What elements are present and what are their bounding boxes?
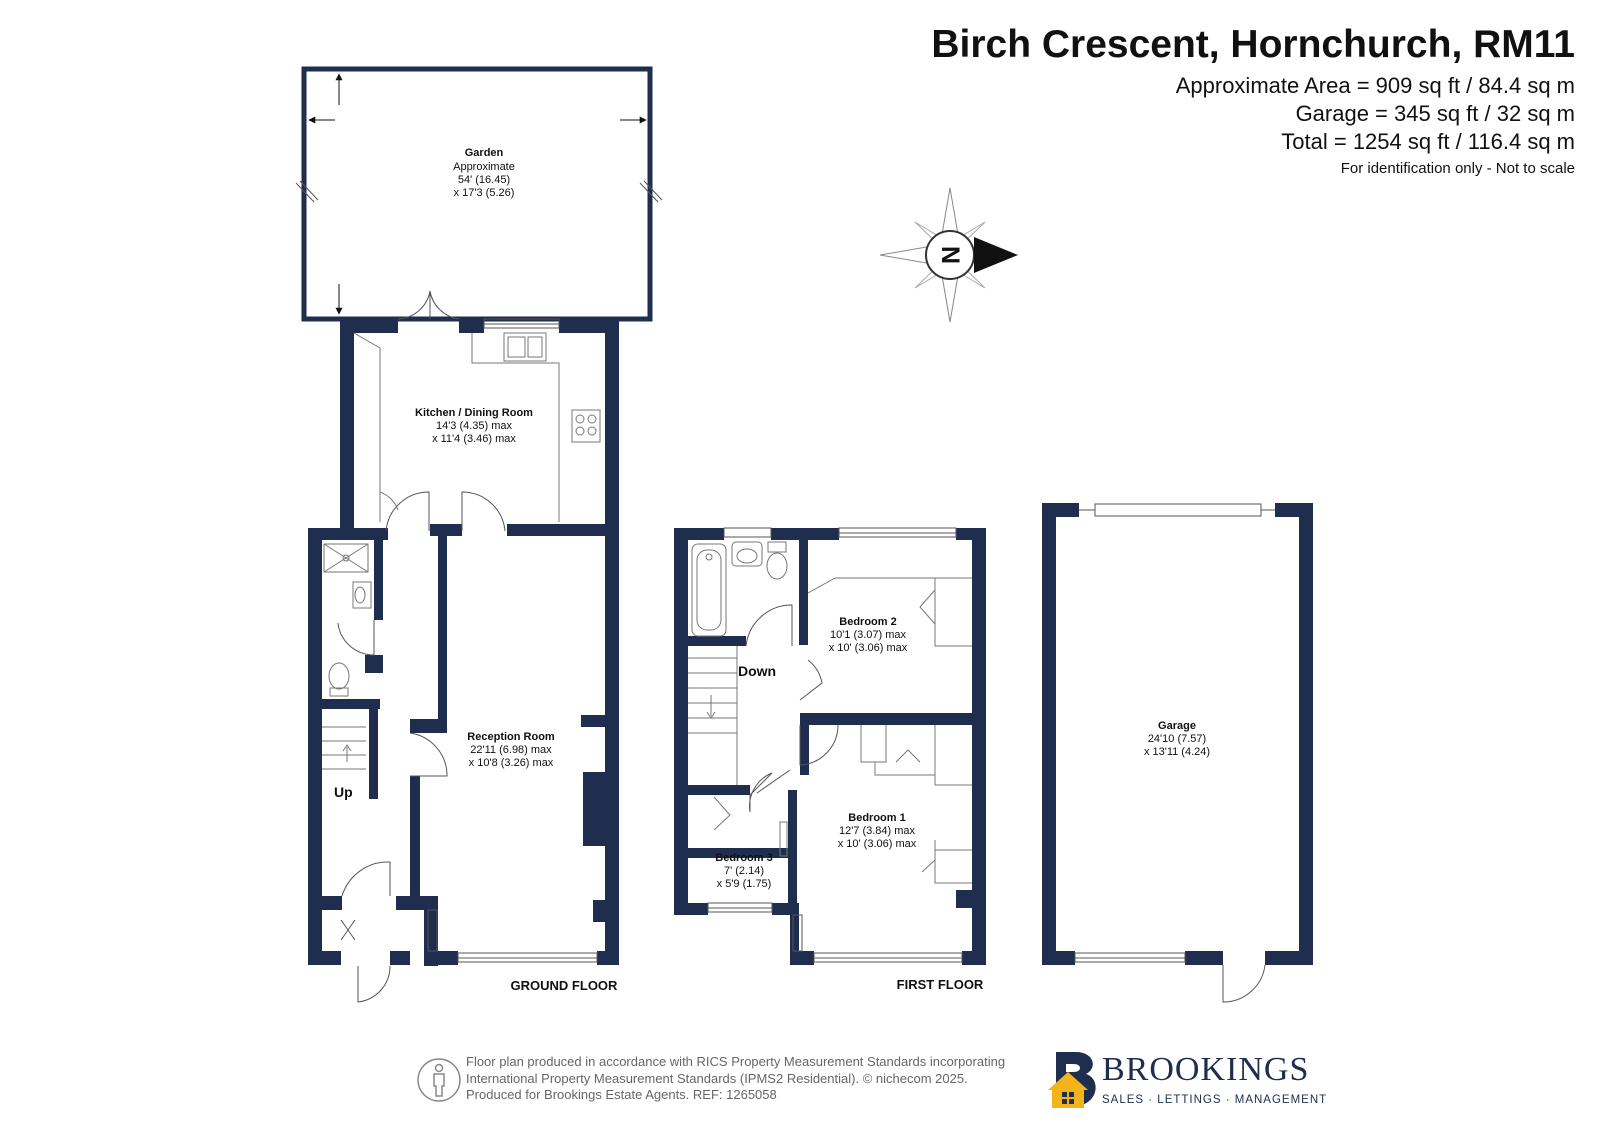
- first-floor-stairs: [688, 646, 738, 785]
- bedroom3-length: 7' (2.14): [724, 865, 764, 877]
- bedroom2-label: Bedroom 2: [839, 616, 896, 628]
- wc-fixtures: [323, 543, 372, 697]
- bedroom1-length: 12'7 (3.84) max: [839, 825, 916, 837]
- garage-length: 24'10 (7.57): [1148, 733, 1206, 745]
- garden-width: x 17'3 (5.26): [454, 187, 515, 199]
- kitchen-label: Kitchen / Dining Room: [415, 407, 533, 419]
- measurement-standard-icon: [417, 1058, 461, 1102]
- first-floor-windows: [707, 527, 963, 963]
- bedroom3-label: Bedroom 3: [715, 852, 772, 864]
- first-floor-doors: [745, 604, 839, 813]
- bedroom2-width: x 10' (3.06) max: [829, 642, 908, 654]
- reception-length: 22'11 (6.98) max: [470, 744, 552, 756]
- brand-name: BROOKINGS: [1102, 1051, 1310, 1088]
- kitchen-width: x 11'4 (3.46) max: [432, 433, 516, 445]
- kitchen-fixtures: [353, 332, 601, 522]
- first-floor-built-ins: [713, 577, 972, 884]
- ground-floor-walls: [308, 319, 619, 966]
- compass-icon: N: [879, 187, 1018, 323]
- approximate-area: Approximate Area = 909 sq ft / 84.4 sq m: [1175, 73, 1575, 98]
- garage-label: Garage: [1158, 720, 1196, 732]
- garage-openings: [1074, 503, 1275, 1003]
- total-area: Total = 1254 sq ft / 116.4 sq m: [1281, 129, 1575, 154]
- bedroom1-width: x 10' (3.06) max: [838, 838, 917, 850]
- bathroom-fixtures: [691, 541, 788, 637]
- first-floor-label: FIRST FLOOR: [897, 977, 984, 992]
- ground-floor-windows: [427, 318, 598, 963]
- identification-note: For identification only - Not to scale: [1340, 160, 1575, 177]
- footer-disclaimer: Floor plan produced in accordance with R…: [466, 1054, 1005, 1104]
- stairs-up-label: Up: [334, 784, 353, 800]
- kitchen-length: 14'3 (4.35) max: [436, 420, 513, 432]
- first-floor-walls: [674, 528, 986, 965]
- reception-label: Reception Room: [467, 731, 555, 743]
- footer-line-1: Floor plan produced in accordance with R…: [466, 1054, 1006, 1069]
- footer-line-3: Produced for Brookings Estate Agents. RE…: [466, 1087, 777, 1102]
- footer-line-2: International Property Measurement Stand…: [466, 1070, 968, 1086]
- garden-line1: Approximate: [453, 161, 515, 173]
- brookings-logo-icon: [1048, 1052, 1096, 1108]
- header: Birch Crescent, Hornchurch, RM11 Approxi…: [931, 22, 1575, 180]
- brand-tagline: SALES · LETTINGS · MANAGEMENT: [1102, 1094, 1328, 1106]
- garage-area: Garage = 345 sq ft / 32 sq m: [1295, 101, 1575, 126]
- garden-label: Garden: [465, 147, 504, 159]
- ground-floor-doors: [337, 290, 506, 1003]
- reception-width: x 10'8 (3.26) max: [469, 757, 554, 769]
- garden-length: 54' (16.45): [458, 174, 510, 186]
- ground-floor-label: GROUND FLOOR: [511, 978, 618, 993]
- ground-stairs: [322, 726, 366, 770]
- bedroom2-length: 10'1 (3.07) max: [830, 629, 907, 641]
- stairs-down-label: Down: [738, 663, 776, 679]
- page-title: Birch Crescent, Hornchurch, RM11: [931, 23, 1575, 66]
- compass-north-letter: N: [936, 246, 964, 264]
- bedroom3-width: x 5'9 (1.75): [717, 878, 772, 890]
- garage-width: x 13'11 (4.24): [1144, 746, 1210, 758]
- garage-walls: [1042, 503, 1313, 965]
- bedroom1-label: Bedroom 1: [848, 812, 905, 824]
